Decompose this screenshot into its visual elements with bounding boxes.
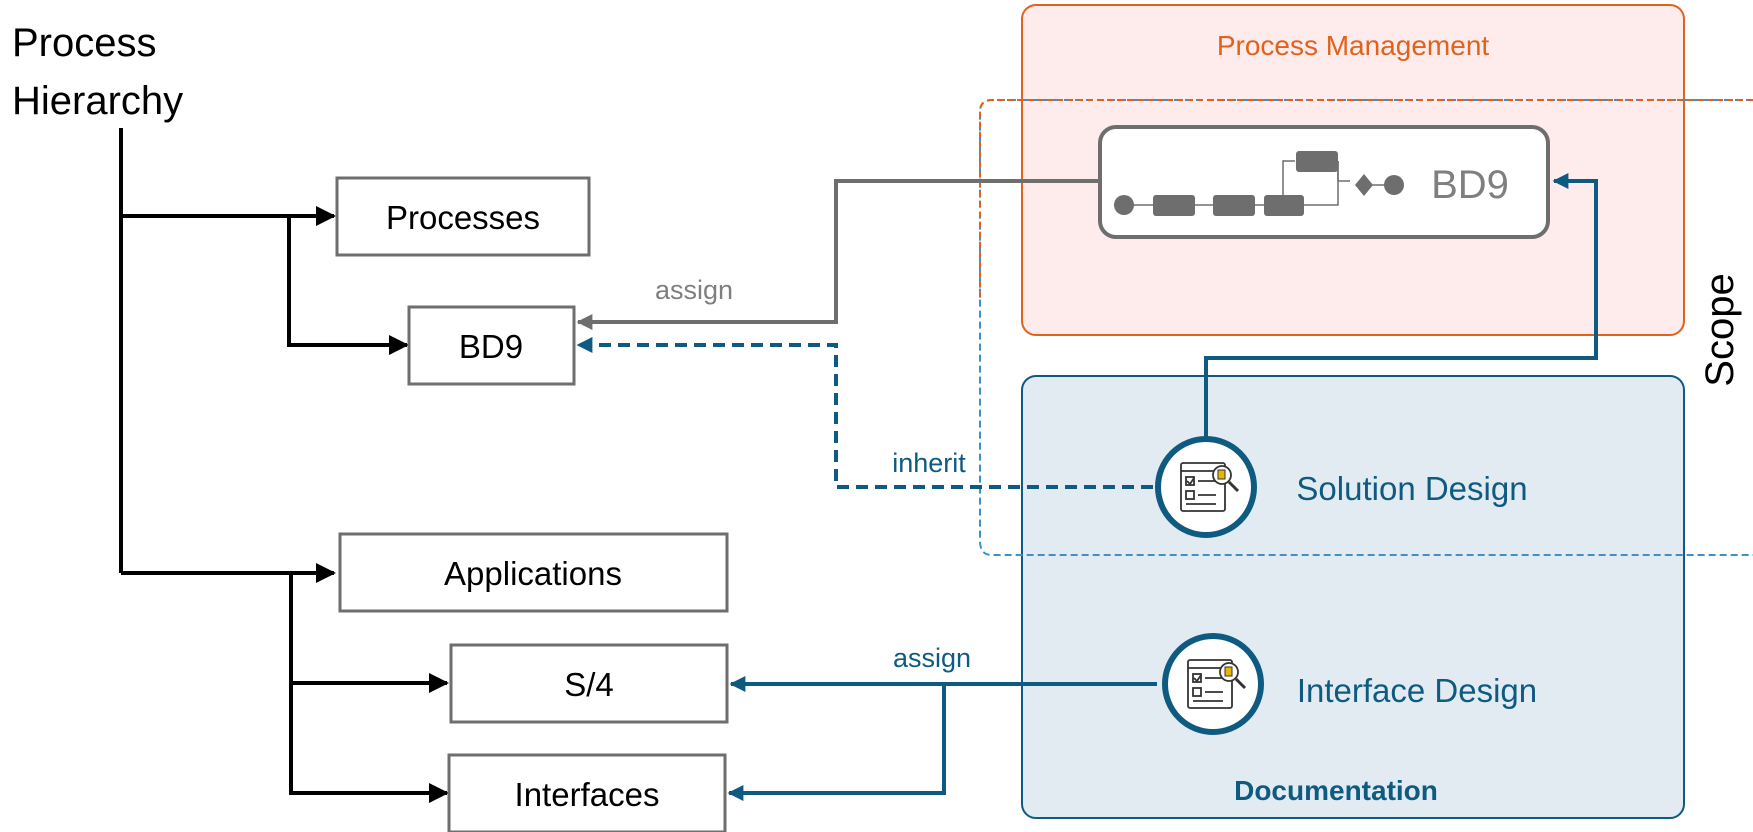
inherit-label: inherit: [892, 448, 966, 478]
process-management-title: Process Management: [1217, 30, 1490, 61]
node-applications[interactable]: Applications: [338, 532, 729, 613]
hierarchy-tree: [119, 128, 449, 803]
node-bd9-label: BD9: [459, 328, 523, 365]
assign-label-process: assign: [655, 275, 733, 305]
solution-to-model-connector: [1204, 173, 1598, 438]
documentation-panel: Documentation: [1021, 375, 1685, 819]
solution-design-node[interactable]: [1155, 436, 1257, 538]
interface-design-label: Interface Design: [1297, 672, 1537, 709]
hierarchy-title-line2: Hierarchy: [12, 79, 183, 123]
assign-label-interface: assign: [893, 643, 971, 673]
node-s4[interactable]: S/4: [449, 643, 729, 724]
inherit-connector: inherit: [576, 337, 1153, 489]
node-interfaces[interactable]: Interfaces: [447, 753, 727, 832]
node-applications-label: Applications: [444, 555, 622, 592]
documentation-title: Documentation: [1234, 775, 1438, 806]
scope-outline: Scope: [979, 99, 1753, 556]
assign-connector-interface: assign: [727, 643, 1157, 801]
node-s4-label: S/4: [564, 666, 614, 703]
bd9-process-model[interactable]: BD9: [1098, 125, 1550, 239]
scope-label: Scope: [1698, 273, 1742, 386]
node-processes-label: Processes: [386, 199, 540, 236]
node-processes[interactable]: Processes: [335, 176, 591, 257]
process-flow-icon: [1114, 151, 1404, 216]
assign-connector-process: assign: [576, 179, 1098, 330]
node-bd9[interactable]: BD9: [407, 305, 576, 386]
node-interfaces-label: Interfaces: [515, 776, 660, 813]
hierarchy-title-line1: Process: [12, 21, 157, 65]
solution-design-label: Solution Design: [1296, 470, 1527, 507]
document-search-icon: [1187, 659, 1247, 709]
bd9-model-label: BD9: [1431, 163, 1509, 207]
document-search-icon: [1180, 462, 1240, 512]
interface-design-node[interactable]: [1162, 633, 1264, 735]
